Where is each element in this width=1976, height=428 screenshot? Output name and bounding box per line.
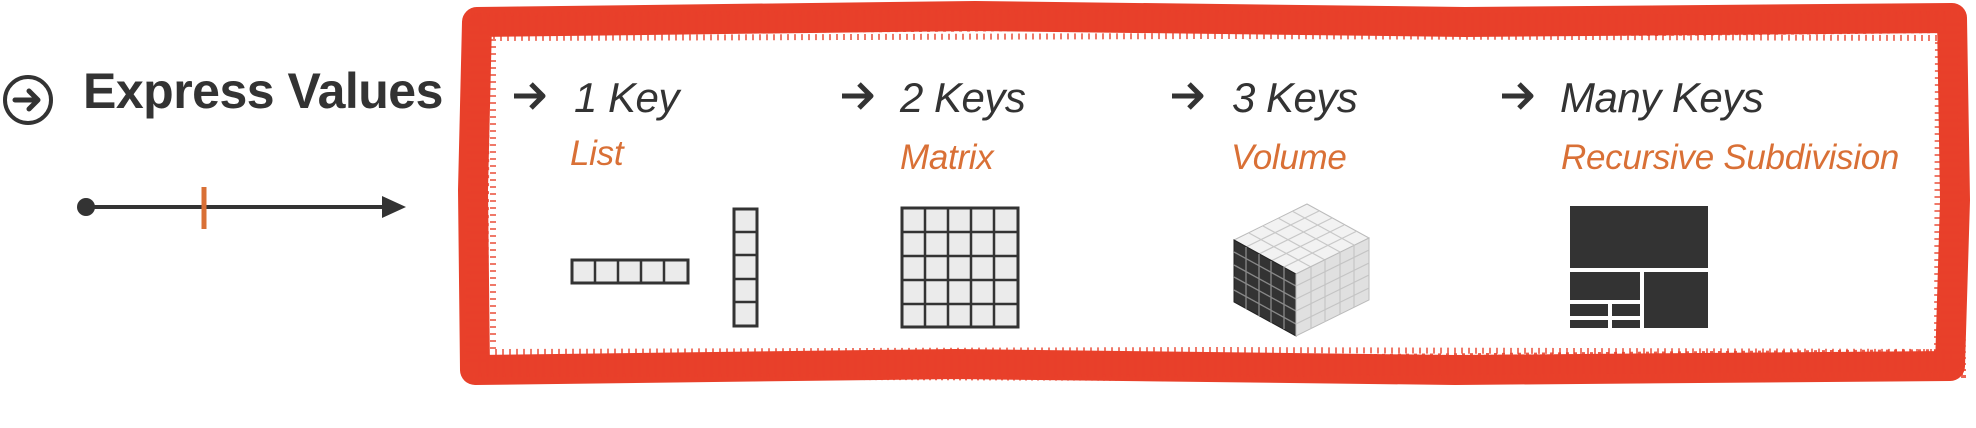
matrix-grid-icon: [900, 206, 1020, 330]
column-subtitle-matrix: Matrix: [900, 138, 994, 177]
list-vertical-icon: [732, 207, 760, 329]
arrow-right-icon: [1500, 78, 1536, 114]
column-subtitle-volume: Volume: [1231, 138, 1347, 177]
page-title: Express Values: [83, 63, 443, 119]
value-scale-icon: [70, 185, 410, 235]
arrow-right-icon: [1170, 78, 1206, 114]
column-title-2keys: 2 Keys: [900, 74, 1026, 121]
column-subtitle-list: List: [570, 134, 624, 173]
treemap-icon: [1570, 206, 1710, 328]
column-title-1key: 1 Key: [574, 74, 679, 121]
column-subtitle-recursive-subdivision: Recursive Subdivision: [1561, 138, 1900, 177]
arrow-circle-icon: [2, 74, 54, 126]
volume-cube-icon: [1232, 198, 1372, 338]
arrow-right-icon: [512, 78, 548, 114]
arrow-right-icon: [840, 78, 876, 114]
highlight-frame: [455, 0, 1976, 390]
column-title-3keys: 3 Keys: [1232, 74, 1358, 121]
list-horizontal-icon: [570, 258, 690, 286]
column-title-many-keys: Many Keys: [1560, 74, 1764, 121]
